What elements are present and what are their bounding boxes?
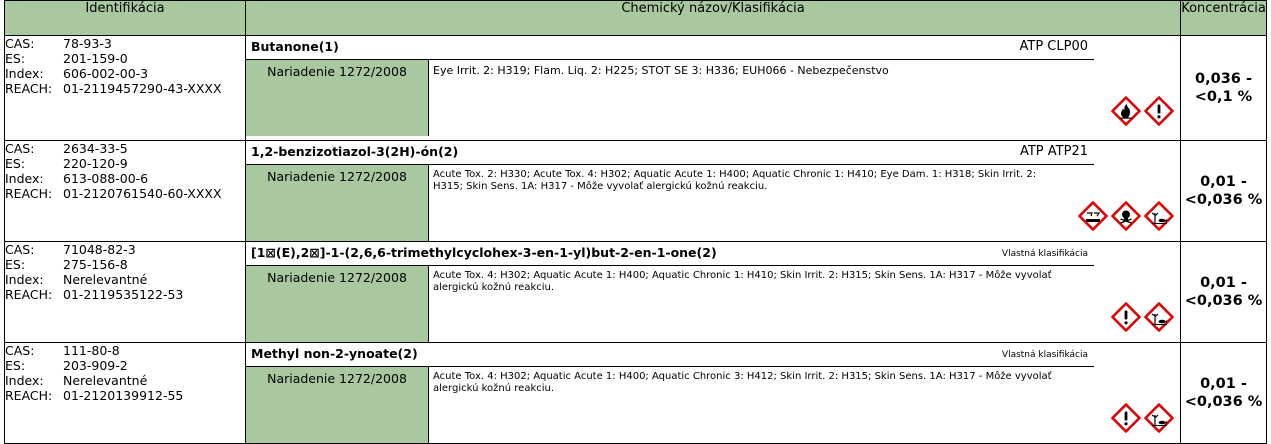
- table-row: CAS: 78-93-3 ES: 201-159-0 Index: 606-002-0…: [4, 35, 1267, 141]
- chemical-name-row: 1,2-benzizotiazol-3(2H)-ón(2) ATP ATP21: [246, 141, 1094, 165]
- skull-icon: [1111, 201, 1141, 231]
- regulation-label: Nariadenie 1272/2008: [246, 60, 429, 136]
- chemical-name-row: [1⊠(E),2⊠]-1-(2,6,6-trimethylcyclohex-3-…: [246, 242, 1094, 266]
- corrosion-icon: [1078, 201, 1108, 231]
- chemical-cell: [1⊠(E),2⊠]-1-(2,6,6-trimethylcyclohex-3-…: [245, 241, 1181, 343]
- exclamation-icon: [1144, 96, 1174, 126]
- classification-cell: Acute Tox. 4: H302; Aquatic Acute 1: H40…: [429, 266, 1180, 342]
- cas-label: CAS:: [5, 343, 35, 359]
- classification-source: Vlastná klasifikácia: [1001, 249, 1088, 259]
- pictogram-group: [1111, 302, 1174, 332]
- reach-value: 01-2120139912-55: [63, 388, 184, 403]
- header-chemical-name: Chemický názov/Klasifikácia: [245, 0, 1181, 36]
- es-label: ES:: [5, 156, 26, 171]
- chemical-name: [1⊠(E),2⊠]-1-(2,6,6-trimethylcyclohex-3-…: [251, 245, 717, 260]
- chemical-name: Butanone(1): [251, 39, 339, 54]
- pictogram-group: [1078, 201, 1174, 231]
- index-label: Index:: [5, 66, 44, 81]
- reach-label: REACH:: [5, 388, 53, 403]
- reach-label: REACH:: [5, 287, 53, 302]
- table-row: CAS: 2634-33-5 ES: 220-120-9 Index: 613-088…: [4, 140, 1267, 242]
- index-value: 613-088-00-6: [63, 171, 149, 186]
- table-row: CAS: 111-80-8 ES: 203-909-2 Index: Nereleva…: [4, 342, 1267, 444]
- exclamation-icon: [1111, 302, 1141, 332]
- chemical-name: 1,2-benzizotiazol-3(2H)-ón(2): [251, 144, 459, 159]
- index-label: Index:: [5, 272, 44, 287]
- classification-cell: Eye Irrit. 2: H319; Flam. Liq. 2: H225; …: [429, 60, 1180, 136]
- concentration-value: 0,01 - <0,036 %: [1180, 342, 1267, 444]
- chemical-name: Methyl non-2-ynoate(2): [251, 346, 418, 361]
- index-label: Index:: [5, 171, 44, 186]
- es-label: ES:: [5, 358, 26, 373]
- cas-label: CAS:: [5, 242, 35, 258]
- identification-cell: CAS: 71048-82-3 ES: 275-156-8 Index: Nerele…: [4, 241, 246, 343]
- chemical-name-row: Methyl non-2-ynoate(2) Vlastná klasifiká…: [246, 343, 1094, 367]
- concentration-value: 0,01 - <0,036 %: [1180, 241, 1267, 343]
- reach-label: REACH:: [5, 186, 53, 201]
- classification-text: Acute Tox. 4: H302; Aquatic Acute 1: H40…: [433, 270, 1052, 293]
- header-concentration: Koncentrácia: [1180, 0, 1267, 36]
- es-value: 220-120-9: [63, 156, 128, 171]
- flame-icon: [1111, 96, 1141, 126]
- index-value: Nerelevantné: [63, 373, 148, 388]
- classification-source: ATP CLP00: [1019, 39, 1089, 54]
- identification-cell: CAS: 78-93-3 ES: 201-159-0 Index: 606-002-0…: [4, 35, 246, 141]
- environment-icon: [1144, 302, 1174, 332]
- chemical-cell: Butanone(1) ATP CLP00 Nariadenie 1272/20…: [245, 35, 1181, 141]
- regulation-label: Nariadenie 1272/2008: [246, 367, 429, 443]
- chemical-cell: Methyl non-2-ynoate(2) Vlastná klasifiká…: [245, 342, 1181, 444]
- composition-table: Identifikácia Chemický názov/Klasifikáci…: [4, 0, 1267, 444]
- identification-cell: CAS: 2634-33-5 ES: 220-120-9 Index: 613-088…: [4, 140, 246, 242]
- classification-text: Acute Tox. 4: H302; Aquatic Acute 1: H40…: [433, 371, 1052, 394]
- chemical-cell: 1,2-benzizotiazol-3(2H)-ón(2) ATP ATP21 …: [245, 140, 1181, 242]
- index-label: Index:: [5, 373, 44, 388]
- reach-value: 01-2119535122-53: [63, 287, 184, 302]
- pictogram-group: [1111, 403, 1174, 433]
- es-label: ES:: [5, 257, 26, 272]
- reach-value: 01-2120761540-60-XXXX: [63, 186, 222, 201]
- concentration-value: 0,01 - <0,036 %: [1180, 140, 1267, 242]
- header-identification: Identifikácia: [4, 0, 246, 36]
- environment-icon: [1144, 403, 1174, 433]
- es-label: ES:: [5, 51, 26, 66]
- index-value: Nerelevantné: [63, 272, 148, 287]
- table-row: CAS: 71048-82-3 ES: 275-156-8 Index: Nerele…: [4, 241, 1267, 343]
- environment-icon: [1144, 201, 1174, 231]
- cas-value: 71048-82-3: [63, 242, 136, 258]
- cas-label: CAS:: [5, 141, 35, 157]
- reach-label: REACH:: [5, 81, 53, 96]
- es-value: 275-156-8: [63, 257, 128, 272]
- pictogram-group: [1111, 96, 1174, 126]
- reach-value: 01-2119457290-43-XXXX: [63, 81, 222, 96]
- classification-source: Vlastná klasifikácia: [1001, 350, 1088, 360]
- identification-cell: CAS: 111-80-8 ES: 203-909-2 Index: Nereleva…: [4, 342, 246, 444]
- classification-text: Acute Tox. 2: H330; Acute Tox. 4: H302; …: [433, 169, 1037, 192]
- es-value: 201-159-0: [63, 51, 128, 66]
- classification-cell: Acute Tox. 4: H302; Aquatic Acute 1: H40…: [429, 367, 1180, 443]
- exclamation-icon: [1111, 403, 1141, 433]
- chemical-name-row: Butanone(1) ATP CLP00: [246, 36, 1094, 60]
- classification-cell: Acute Tox. 2: H330; Acute Tox. 4: H302; …: [429, 165, 1180, 241]
- regulation-label: Nariadenie 1272/2008: [246, 266, 429, 342]
- classification-text: Eye Irrit. 2: H319; Flam. Liq. 2: H225; …: [433, 64, 889, 77]
- index-value: 606-002-00-3: [63, 66, 149, 81]
- es-value: 203-909-2: [63, 358, 128, 373]
- concentration-value: 0,036 - <0,1 %: [1180, 35, 1267, 141]
- cas-value: 2634-33-5: [63, 141, 128, 157]
- classification-source: ATP ATP21: [1019, 144, 1088, 159]
- cas-value: 111-80-8: [63, 343, 120, 359]
- cas-label: CAS:: [5, 36, 35, 52]
- regulation-label: Nariadenie 1272/2008: [246, 165, 429, 241]
- cas-value: 78-93-3: [63, 36, 112, 52]
